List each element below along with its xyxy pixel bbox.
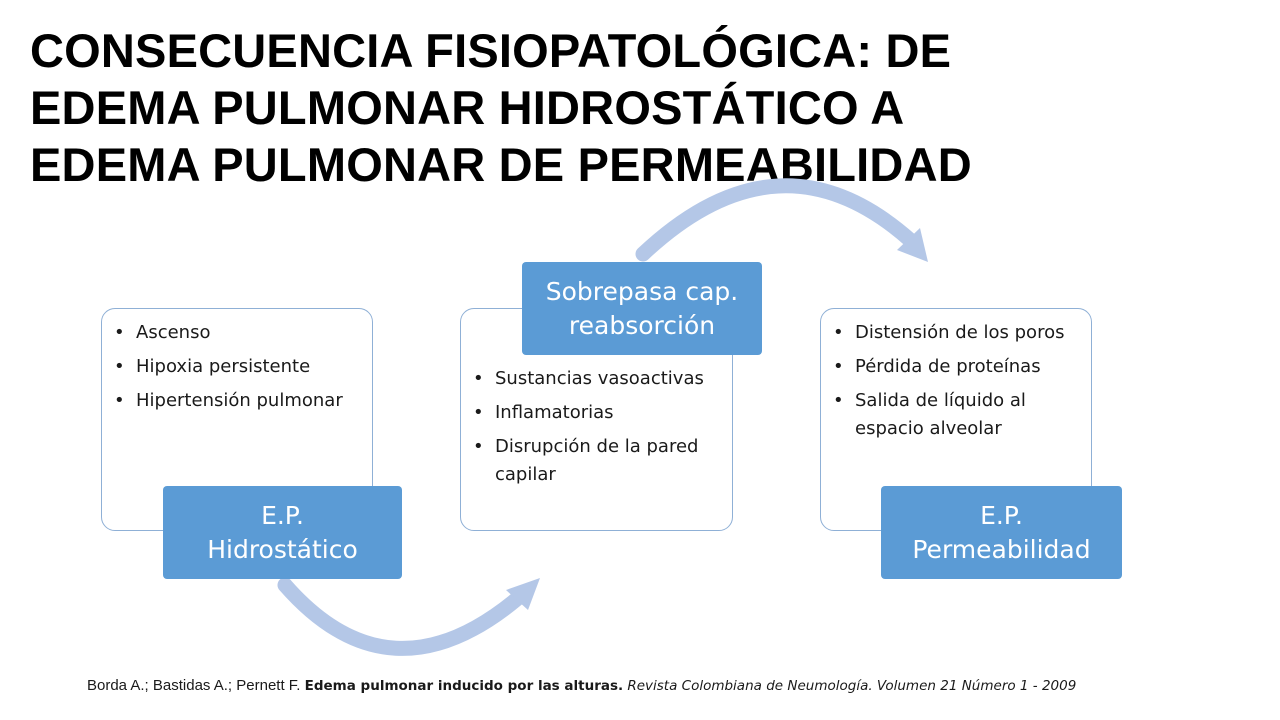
stage-2-label: Sobrepasa cap. reabsorción	[522, 262, 762, 355]
top-curved-arrow	[635, 178, 918, 262]
list-item: Sustancias vasoactivas	[473, 365, 732, 393]
list-item: Pérdida de proteínas	[833, 353, 1091, 381]
stage-1-label-line-1: E.P.	[261, 500, 304, 530]
stage-1-label: E.P. Hidrostático	[163, 486, 402, 579]
stage-3-label: E.P. Permeabilidad	[881, 486, 1122, 579]
stage-3-bullets: Distensión de los poros Pérdida de prote…	[821, 319, 1091, 443]
list-item: Hipertensión pulmonar	[114, 387, 372, 415]
list-item: Salida de líquido al espacio alveolar	[833, 387, 1091, 443]
stage-1-label-line-2: Hidrostático	[207, 534, 358, 564]
list-item: Distensión de los poros	[833, 319, 1091, 347]
stage-2-bullets: Sustancias vasoactivas Inflamatorias Dis…	[461, 365, 732, 489]
list-item: Hipoxia persistente	[114, 353, 372, 381]
stage-1-bullets: Ascenso Hipoxia persistente Hipertensión…	[102, 319, 372, 415]
bottom-curved-arrow	[277, 577, 526, 656]
stage-3-label-line-1: E.P.	[980, 500, 1023, 530]
top-arrowhead	[897, 228, 928, 262]
citation-authors: Borda A.; Bastidas A.; Pernett F.	[87, 677, 301, 694]
stage-2-label-line-1: Sobrepasa cap.	[545, 276, 739, 306]
list-item: Ascenso	[114, 319, 372, 347]
stage-3-label-line-2: Permeabilidad	[912, 534, 1091, 564]
citation-journal: Revista Colombiana de Neumología. Volume…	[627, 678, 1077, 694]
list-item: Disrupción de la pared capilar	[473, 433, 732, 489]
title-line-2: EDEMA PULMONAR HIDROSTÁTICO A	[30, 81, 905, 134]
bottom-arrowhead	[506, 578, 540, 610]
list-item: Inflamatorias	[473, 399, 732, 427]
stage-2-label-line-2: reabsorción	[568, 310, 716, 340]
title-line-1: CONSECUENCIA FISIOPATOLÓGICA: DE	[30, 24, 952, 77]
citation-article: Edema pulmonar inducido por las alturas.	[304, 678, 624, 694]
citation: Borda A.; Bastidas A.; Pernett F. Edema …	[87, 677, 1227, 694]
